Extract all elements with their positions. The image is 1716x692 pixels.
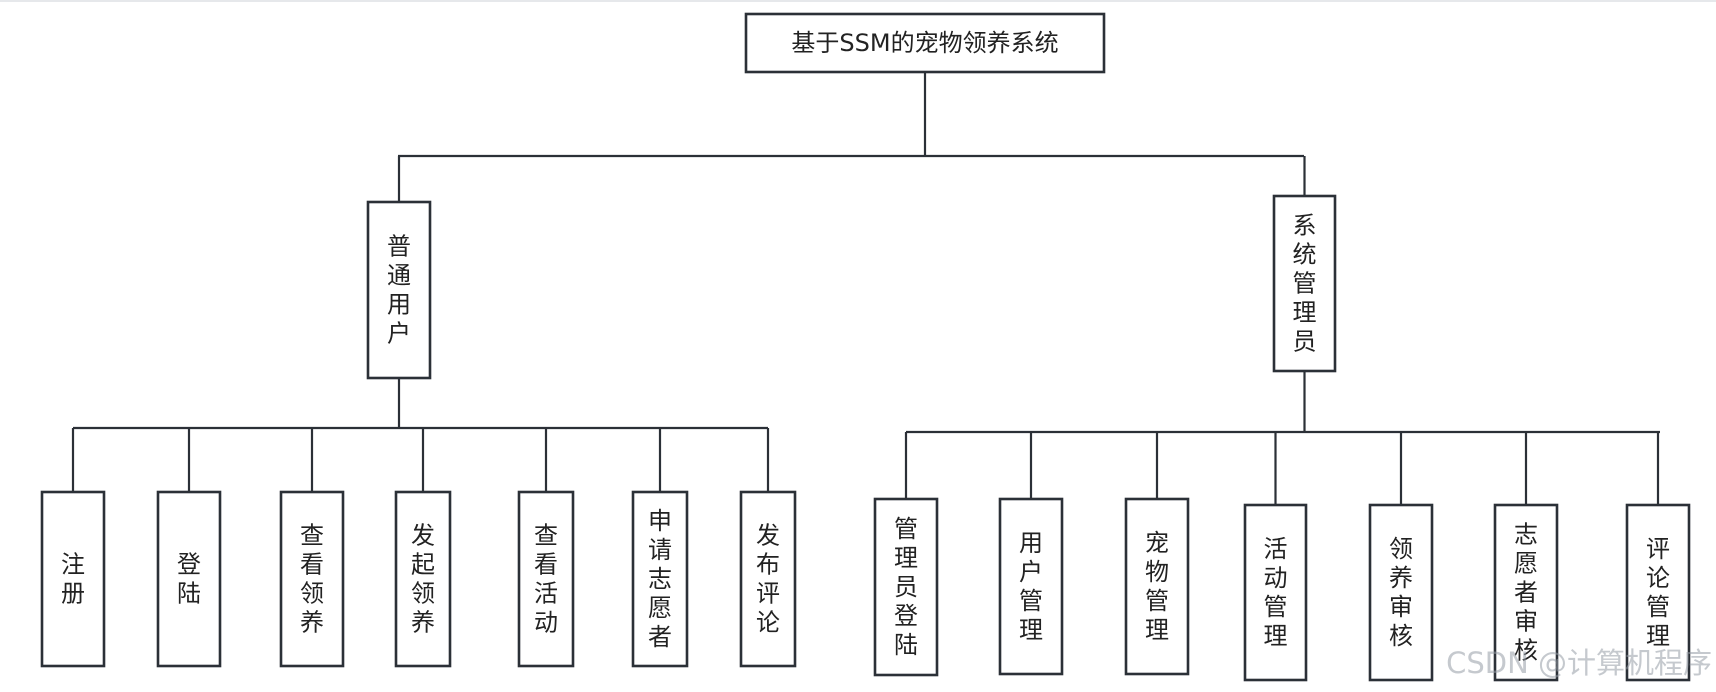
branch-node-1: 普通用户	[366, 200, 432, 380]
branch-1-child-7-label: 发布评论	[756, 522, 780, 637]
branch-2-child-7-label: 评论管理	[1646, 535, 1670, 650]
branch-1-child-6: 申请志愿者	[631, 490, 689, 668]
branch-node-2: 系统管理员	[1272, 194, 1337, 373]
branch-2-child-4: 活动管理	[1243, 503, 1308, 682]
branch-2-child-3-box	[1124, 497, 1190, 676]
branch-2-child-6-box	[1493, 503, 1559, 682]
branch-2-child-6-label: 志愿者审核	[1514, 521, 1538, 665]
branch-1-child-7-box	[739, 490, 797, 668]
root-node: 基于SSM的宠物领养系统	[744, 12, 1106, 74]
branch-2-child-3: 宠物管理	[1124, 497, 1190, 676]
branch-2-child-1-label: 管理员登陆	[894, 515, 918, 659]
branch-1-child-1: 注册	[40, 490, 106, 668]
branch-1-child-3-box	[279, 490, 345, 668]
branch-2-child-1: 管理员登陆	[873, 497, 939, 677]
branch-1-child-6-box	[631, 490, 689, 668]
branch-2-child-2-label: 用户管理	[1019, 529, 1043, 644]
branch-2-child-7: 评论管理	[1625, 503, 1691, 682]
top-rule	[0, 0, 1716, 2]
branch-1-child-2: 登陆	[156, 490, 222, 668]
branch-node-2-box	[1272, 194, 1337, 373]
branch-2-child-5-box	[1368, 503, 1434, 682]
branch-2-child-4-label: 活动管理	[1264, 535, 1288, 650]
branch-1-child-1-box	[40, 490, 106, 668]
connectors	[71, 72, 1660, 505]
branch-1-child-5-box	[517, 490, 575, 668]
branch-2-child-2: 用户管理	[998, 497, 1064, 676]
branch-1-child-4-label: 发起领养	[411, 522, 435, 637]
branch-2-child-4-box	[1243, 503, 1308, 682]
branch-1-child-3: 查看领养	[279, 490, 345, 668]
branch-node-1-box	[366, 200, 432, 380]
branch-1-child-2-label: 登陆	[177, 551, 201, 608]
branch-1-child-6-label: 申请志愿者	[648, 507, 672, 651]
branch-node-2-label: 系统管理员	[1293, 212, 1317, 356]
branch-node-1-label: 普通用户	[387, 233, 411, 348]
root-node-box	[744, 12, 1106, 74]
branch-2-child-2-box	[998, 497, 1064, 676]
root-node-label: 基于SSM的宠物领养系统	[791, 29, 1058, 57]
branch-2-child-1-box	[873, 497, 939, 677]
branch-1-child-4-box	[394, 490, 452, 668]
branch-2-child-7-box	[1625, 503, 1691, 682]
branch-2-child-5: 领养审核	[1368, 503, 1434, 682]
branch-1-child-2-box	[156, 490, 222, 668]
branch-1-child-1-label: 注册	[61, 551, 85, 608]
branch-1-child-5-label: 查看活动	[534, 522, 558, 637]
branch-2-child-3-label: 宠物管理	[1145, 529, 1169, 644]
branch-1-child-4: 发起领养	[394, 490, 452, 668]
branch-1-child-5: 查看活动	[517, 490, 575, 668]
watermark: CSDN @计算机程序	[1446, 646, 1712, 680]
branch-2-child-5-label: 领养审核	[1389, 535, 1413, 650]
branch-2-child-6: 志愿者审核	[1493, 503, 1559, 682]
branch-1-child-3-label: 查看领养	[300, 522, 324, 637]
branch-1-child-7: 发布评论	[739, 490, 797, 668]
